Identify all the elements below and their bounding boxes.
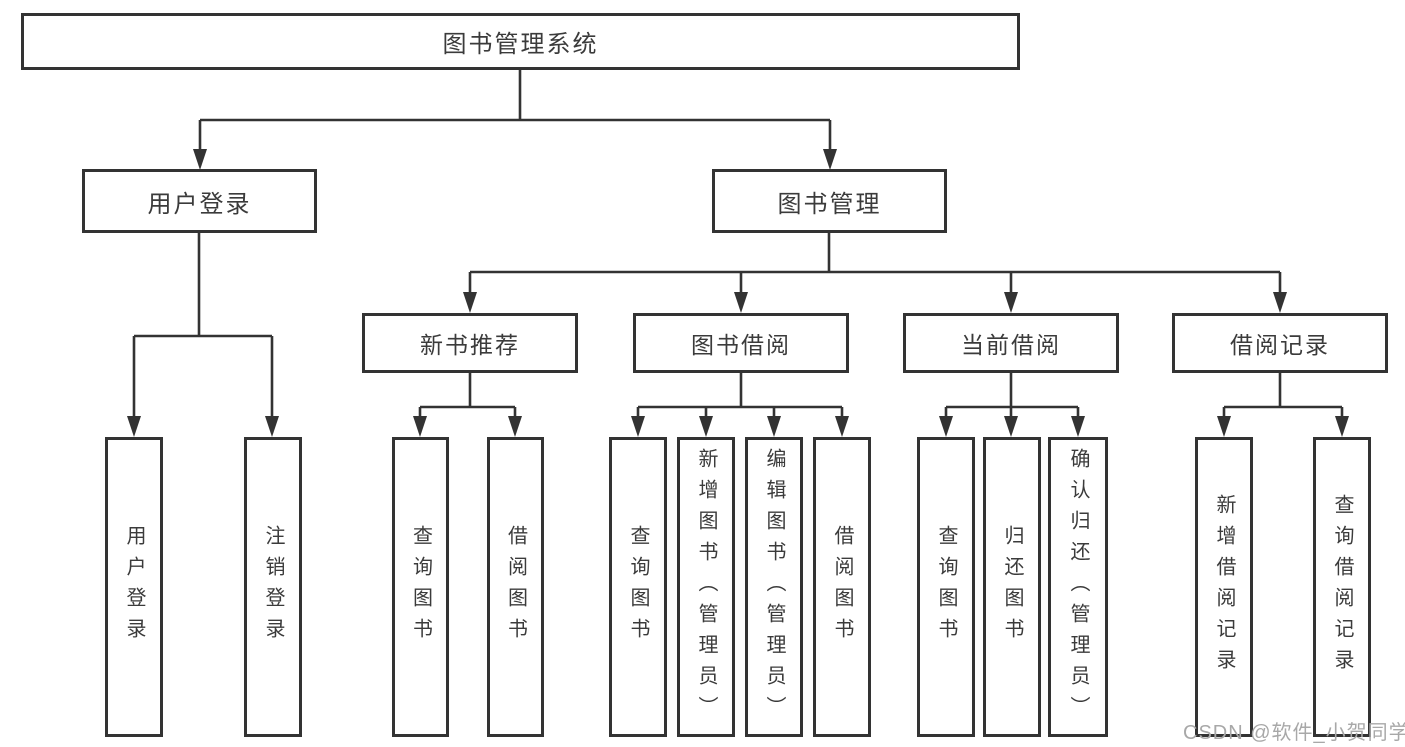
leaf-confirm-return-admin: 确认归还（管理员） (1048, 437, 1108, 737)
leaf-return-books: 归还图书 (983, 437, 1041, 737)
node-user-login: 用户登录 (82, 169, 317, 233)
leaf-query-books-borrow: 查询图书 (609, 437, 667, 737)
leaf-query-books-current: 查询图书 (917, 437, 975, 737)
leaf-query-borrow-record: 查询借阅记录 (1313, 437, 1371, 737)
leaf-add-borrow-record: 新增借阅记录 (1195, 437, 1253, 737)
leaf-query-books-recommend: 查询图书 (392, 437, 449, 737)
node-current-borrow: 当前借阅 (903, 313, 1119, 373)
node-book-management: 图书管理 (712, 169, 947, 233)
leaf-logout: 注销登录 (244, 437, 302, 737)
node-new-book-recommend: 新书推荐 (362, 313, 578, 373)
node-borrow-records: 借阅记录 (1172, 313, 1388, 373)
leaf-borrow-books: 借阅图书 (813, 437, 871, 737)
leaf-add-books-admin: 新增图书（管理员） (677, 437, 735, 737)
leaf-borrow-books-recommend: 借阅图书 (487, 437, 544, 737)
node-book-borrow: 图书借阅 (633, 313, 849, 373)
leaf-edit-books-admin: 编辑图书（管理员） (745, 437, 803, 737)
csdn-watermark: CSDN @软件_小贺同学 (1183, 722, 1405, 744)
leaf-user-login: 用户登录 (105, 437, 163, 737)
node-root: 图书管理系统 (21, 13, 1020, 70)
